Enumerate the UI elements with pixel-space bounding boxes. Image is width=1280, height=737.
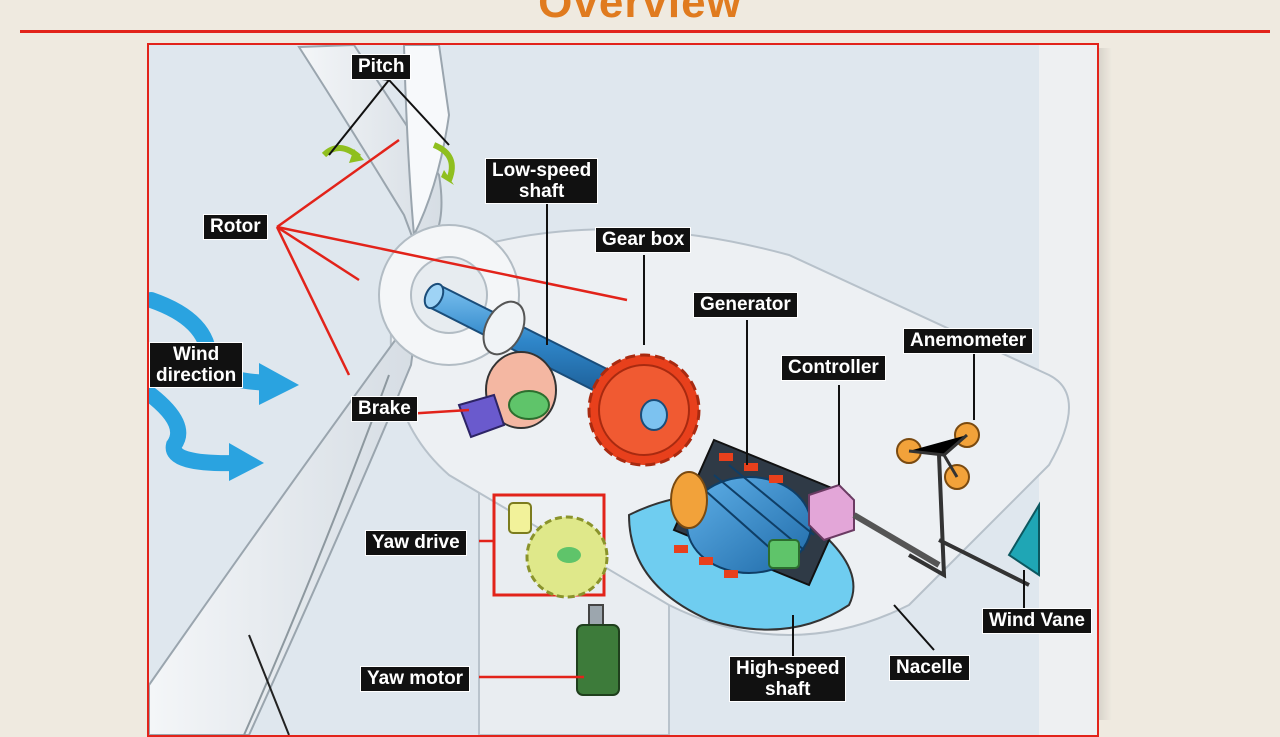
gear-box xyxy=(587,353,701,467)
frame-shadow xyxy=(1098,48,1112,720)
label-nacelle: Nacelle xyxy=(889,655,970,681)
label-controller: Controller xyxy=(781,355,886,381)
label-low-speed-shaft-line1: Low-speed xyxy=(492,160,592,181)
label-wind-direction: Wind direction xyxy=(149,342,244,388)
label-low-speed-shaft: Low-speed shaft xyxy=(485,158,599,204)
label-high-speed-shaft-line1: High-speed xyxy=(736,658,840,679)
pitch-arrow-head-left xyxy=(349,149,364,163)
wind-turbine-diagram: Pitch Rotor Low-speed shaft Gear box Gen… xyxy=(147,43,1099,737)
label-generator: Generator xyxy=(693,292,798,318)
label-gear-box: Gear box xyxy=(595,227,692,253)
label-yaw-motor: Yaw motor xyxy=(360,666,471,692)
wind-vane-device xyxy=(938,501,1040,587)
label-high-speed-shaft-line2: shaft xyxy=(765,679,811,700)
label-wind-direction-line2: direction xyxy=(156,365,237,386)
label-rotor: Rotor xyxy=(203,214,268,240)
wind-arrow-head-2 xyxy=(229,443,264,481)
slide-title: Overview xyxy=(538,0,742,27)
callout-lines xyxy=(275,138,628,679)
label-pitch: Pitch xyxy=(351,54,412,80)
title-divider xyxy=(20,30,1270,33)
label-brake: Brake xyxy=(351,396,418,422)
controller-box xyxy=(808,483,941,568)
pitch-arrow-head-right xyxy=(441,170,454,185)
label-low-speed-shaft-line2: shaft xyxy=(518,181,565,202)
generator xyxy=(670,438,851,587)
anemometer-device xyxy=(896,422,980,579)
label-wind-direction-line1: Wind xyxy=(172,344,220,365)
label-high-speed-shaft: High-speed shaft xyxy=(729,656,847,702)
label-yaw-drive: Yaw drive xyxy=(365,530,467,556)
diagram-illustration xyxy=(149,45,1097,735)
label-wind-vane: Wind Vane xyxy=(982,608,1092,634)
yaw-drive-gear xyxy=(492,493,609,599)
brake-assembly xyxy=(457,351,557,439)
yaw-motor-device xyxy=(576,604,620,696)
wind-arrow-head-1 xyxy=(259,363,299,405)
label-anemometer: Anemometer xyxy=(903,328,1034,354)
